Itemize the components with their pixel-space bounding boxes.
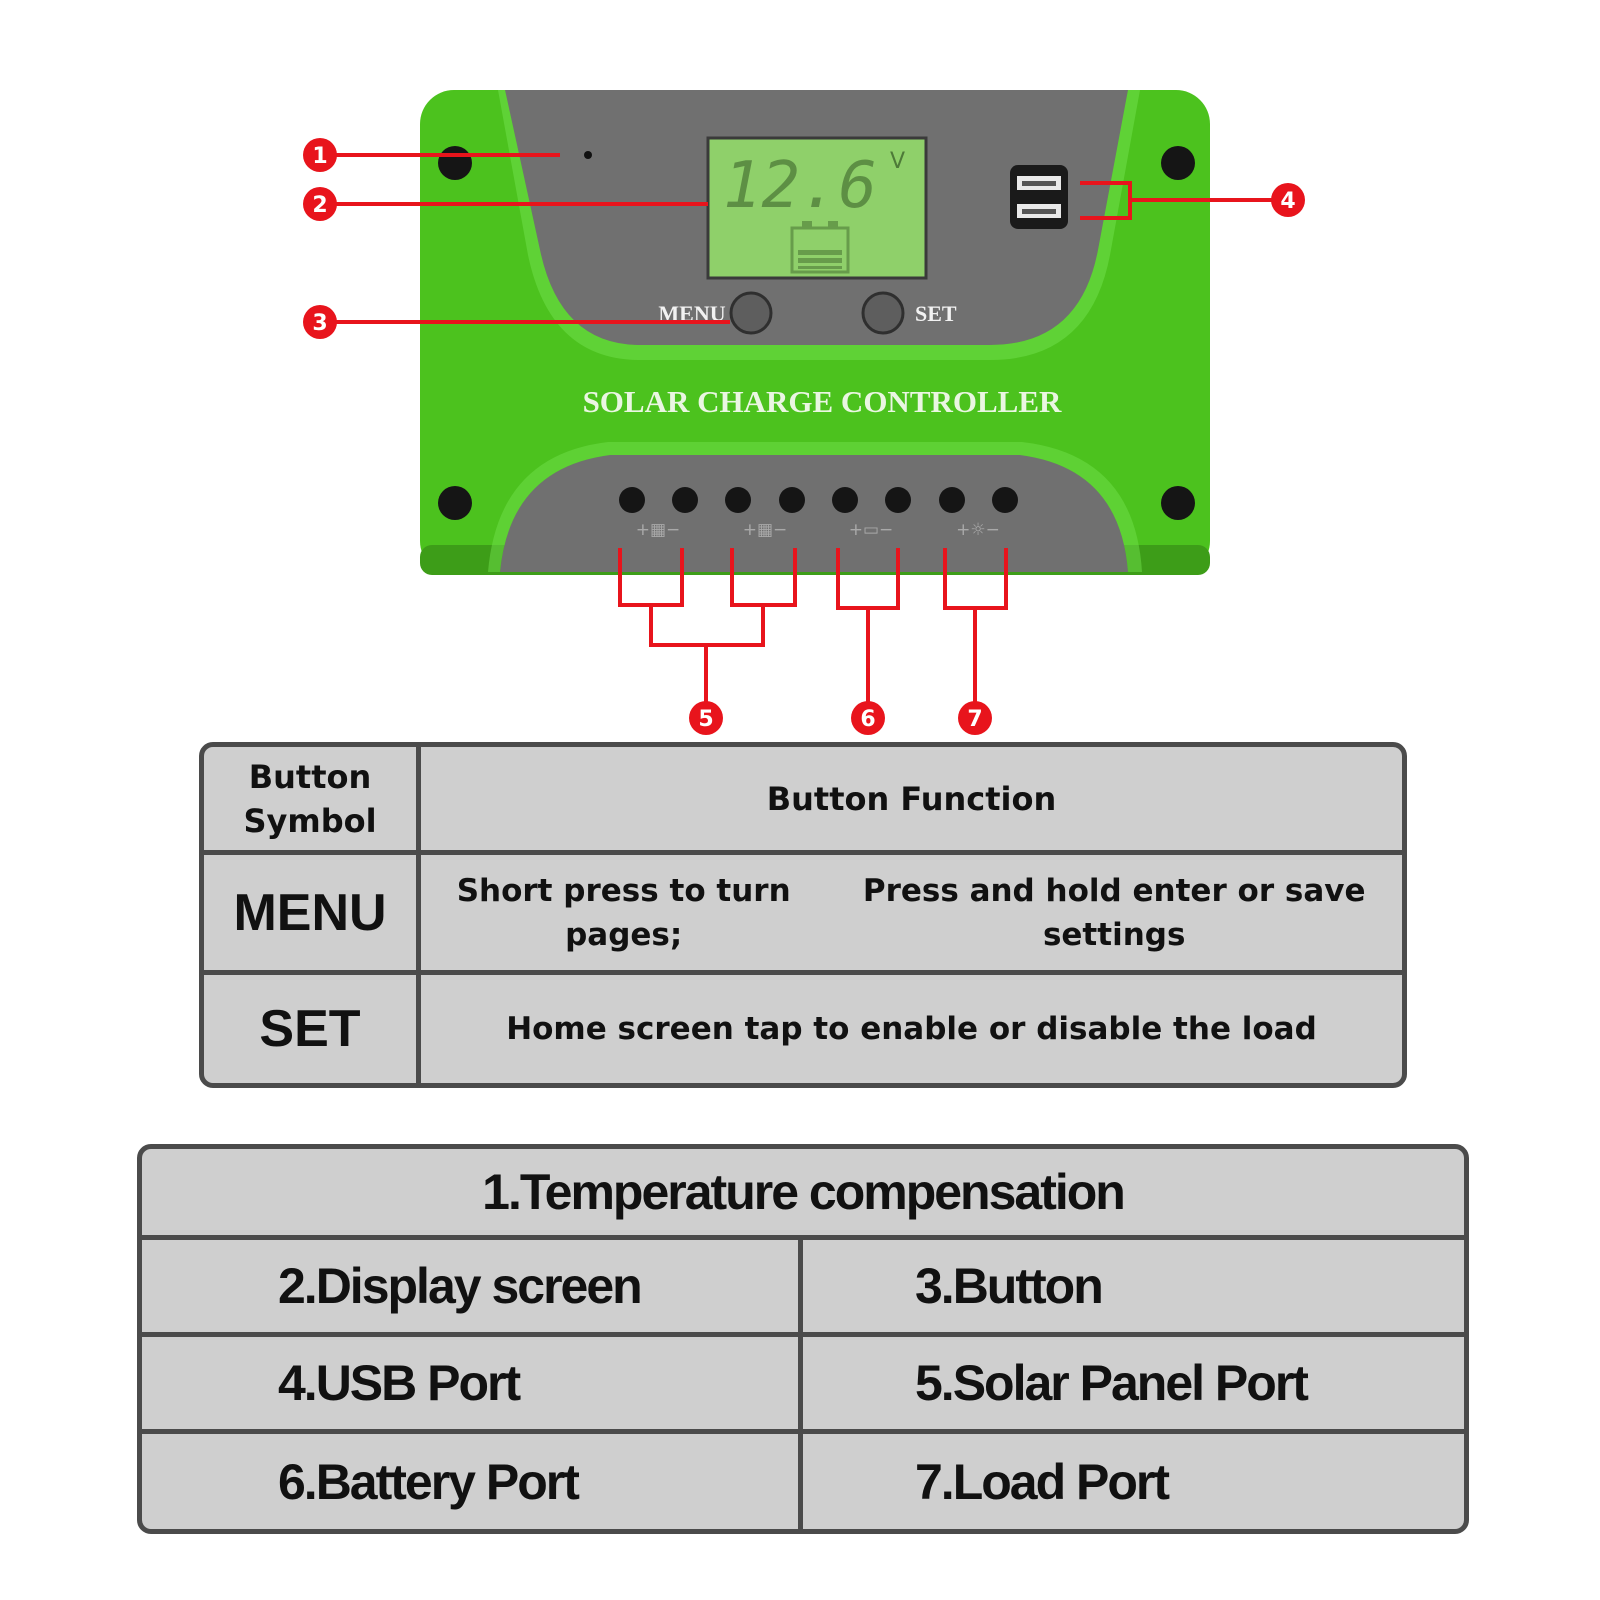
header-button-symbol: Button Symbol (204, 747, 421, 855)
menu-function-line-1: Short press to turn pages; (456, 872, 791, 953)
svg-text:5: 5 (698, 707, 713, 732)
header-button-function: Button Function (421, 747, 1402, 855)
set-symbol-cell: SET (204, 975, 421, 1083)
solar-terminal-symbol-2: +▦− (743, 520, 788, 540)
legend-item-6: 6.Battery Port (142, 1434, 803, 1529)
set-button[interactable] (861, 291, 905, 335)
callout-7 (958, 701, 992, 735)
menu-function-line-2: Press and hold enter or save settings (862, 872, 1366, 953)
lcd-unit: V (890, 149, 905, 174)
terminal-panel (500, 455, 1128, 572)
menu-function-cell: Short press to turn pages; Press and hol… (421, 855, 1402, 975)
battery-icon (790, 221, 850, 274)
terminal-screws (619, 487, 1018, 513)
battery-terminal-symbol: +▭− (849, 520, 894, 540)
menu-button[interactable] (729, 291, 773, 335)
callout-3 (303, 305, 337, 339)
load-terminal-symbol: +☼− (956, 520, 1000, 540)
callout-4 (1271, 183, 1305, 217)
legend-item-2: 2.Display screen (142, 1240, 803, 1337)
mounting-hole-icon (1161, 146, 1195, 180)
menu-symbol-cell: MENU (204, 855, 421, 975)
solar-terminal-symbol-1: +▦− (636, 520, 681, 540)
svg-text:2: 2 (312, 193, 327, 218)
legend-item-5: 5.Solar Panel Port (803, 1337, 1464, 1434)
svg-text:4: 4 (1280, 189, 1295, 214)
legend-item-3: 3.Button (803, 1240, 1464, 1337)
lcd-reading: 12.6 (723, 149, 877, 223)
set-label: SET (915, 301, 957, 326)
svg-text:6: 6 (860, 707, 875, 732)
callout-6 (851, 701, 885, 735)
callout-2 (303, 187, 337, 221)
usb-port-icon (1010, 165, 1068, 229)
svg-text:1: 1 (312, 144, 327, 169)
mounting-hole-icon (438, 146, 472, 180)
callout-5 (689, 701, 723, 735)
button-function-table: Button Symbol Button Function MENU Short… (199, 742, 1407, 1088)
svg-text:7: 7 (967, 707, 982, 732)
legend-item-4: 4.USB Port (142, 1337, 803, 1434)
set-function-cell: Home screen tap to enable or disable the… (506, 1011, 1317, 1047)
brand-text: SOLAR CHARGE CONTROLLER (583, 384, 1062, 419)
mounting-hole-icon (438, 486, 472, 520)
svg-text:3: 3 (312, 311, 327, 336)
temperature-sensor (584, 151, 592, 159)
charge-controller-illustration: 12.6 V MENU SET SOLAR CHARGE CONTROLLER … (303, 90, 1305, 735)
legend-item-7: 7.Load Port (915, 1453, 1170, 1510)
component-legend-table: 1.Temperature compensation 2.Display scr… (137, 1144, 1469, 1534)
mounting-hole-icon (1161, 486, 1195, 520)
callout-1 (303, 138, 337, 172)
legend-item-1: 1.Temperature compensation (142, 1149, 1464, 1240)
